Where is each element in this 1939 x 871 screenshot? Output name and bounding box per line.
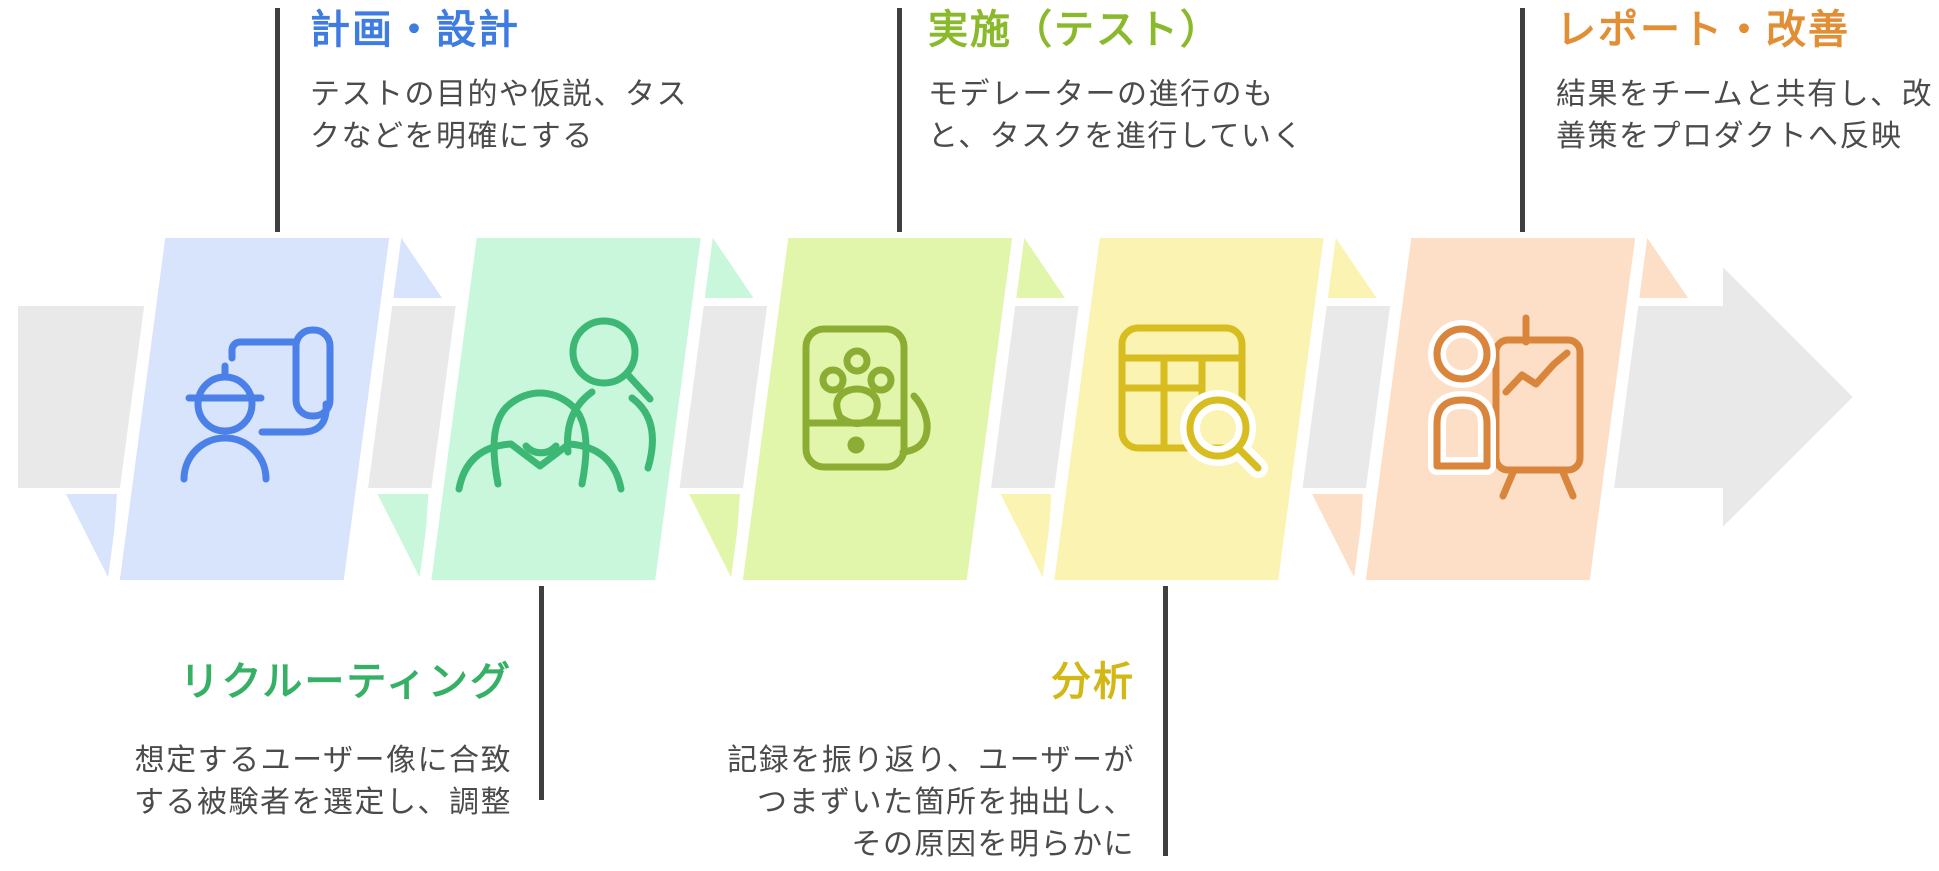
connector-line-step-1 [275,8,280,232]
card-fold-bottom-triangle [1311,492,1363,583]
connector-line-step-2 [539,586,544,800]
connector-line-step-5 [1520,8,1525,232]
step-label: 分析 [1051,660,1135,704]
step-card [1352,226,1649,592]
card-fold-top-triangle [1014,233,1065,298]
step-2-text: リクルーティング 想定するユーザー像に合致 する被験者を選定し、調整 [92,656,512,824]
step-label: 実施（テスト） [928,8,1222,52]
people-icon [455,317,656,493]
step-3-text: 実施（テスト） モデレーターの進行のも と、タスクを進行していく [928,4,1368,158]
step-label: レポート・改善 [1556,8,1850,52]
step-label: リクルーティング [179,660,512,704]
step-description: 記録を振り返り、ユーザーが つまずいた箇所を抽出し、 その原因を明らかに [727,744,1135,861]
step-description: テストの目的や仮説、タス クなどを明確にする [310,78,688,153]
step-description: モデレーターの進行のも と、タスクを進行していく [928,78,1304,153]
presenter-chart-icon [1428,314,1584,500]
step-5-text: レポート・改善 結果をチームと共有し、改 善策をプロダクトへ反映 [1556,4,1939,158]
step-1-text: 計画・設計 テストの目的や仮説、タス クなどを明確にする [310,4,750,158]
step-card [417,226,715,592]
engineer-blueprint-icon [180,326,334,483]
card-fold-bottom-triangle [688,492,740,583]
arrow-and-cards [12,226,1862,592]
step-4-text: 分析 記録を振り返り、ユーザーが つまずいた箇所を抽出し、 その原因を明らかに [715,656,1135,866]
card-fold-bottom-triangle [999,492,1052,583]
connector-line-step-3 [897,8,902,232]
step-description: 結果をチームと共有し、改 善策をプロダクトへ反映 [1556,78,1934,153]
step-label: 計画・設計 [310,8,520,52]
table-magnifier-icon [1118,324,1268,478]
connector-line-step-4 [1163,586,1168,856]
card-fold-bottom-triangle [376,492,429,583]
card-fold-bottom-triangle [65,492,117,583]
card-fold-top-triangle [1325,233,1377,298]
card-fold-top-triangle [702,233,754,298]
step-description: 想定するユーザー像に合致 する被験者を選定し、調整 [134,744,512,819]
card-fold-top-triangle [391,233,442,298]
tablet-touch-icon [802,325,931,471]
step-icons [180,314,1584,500]
card-fold-top-triangle [1637,233,1688,298]
